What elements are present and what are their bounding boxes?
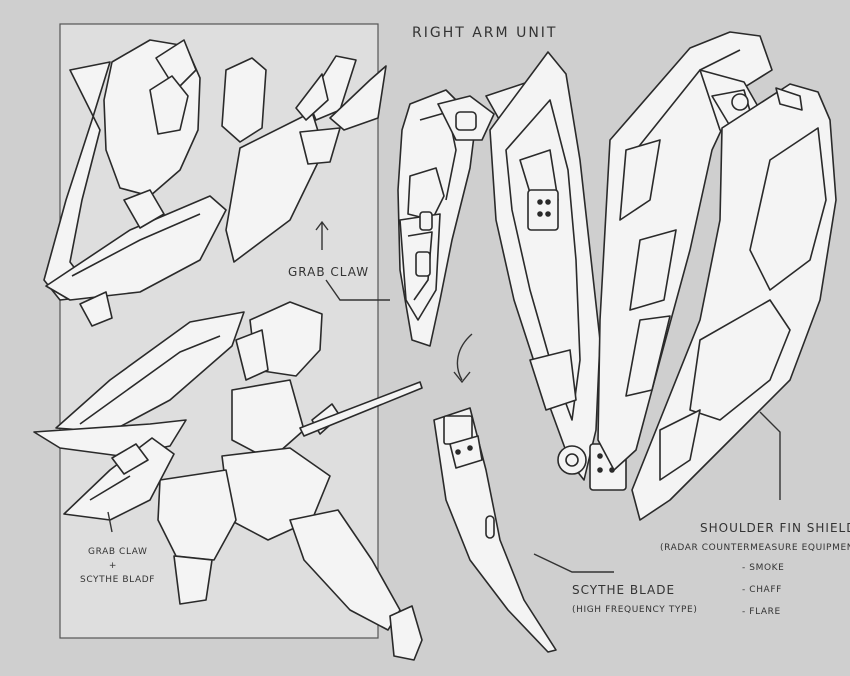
scythe-blade-part: [433, 407, 557, 653]
label-scythe-blade: SCYTHE BLADE: [572, 583, 676, 597]
shield-leader: [759, 411, 781, 500]
bottom-mecha-figure: [33, 301, 423, 661]
top-mecha-figure: [43, 39, 387, 327]
label-combo-line2: +: [108, 561, 118, 571]
label-scythe-type: (HIGH FREQUENCY TYPE): [572, 605, 698, 615]
list-item-flare: - FLARE: [742, 607, 781, 617]
label-grab-claw: GRAB CLAW: [288, 265, 370, 279]
label-shoulder-fin-shield: SHOULDER FIN SHIELD: [700, 521, 850, 535]
label-combo-line3: SCYTHE BLADF: [80, 575, 156, 585]
scythe-leader: [533, 553, 614, 573]
label-combo-line1: GRAB CLAW: [88, 547, 148, 557]
label-radar-equipment: (RADAR COUNTERMEASURE EQUIPMENT): [660, 543, 850, 553]
forearm-segment: [489, 51, 627, 491]
list-item-smoke: - SMOKE: [742, 563, 785, 573]
title-right-arm-unit: RIGHT ARM UNIT: [412, 25, 558, 41]
grab-claw-leader: [325, 279, 390, 301]
combo-leader: [107, 511, 113, 533]
shoulder-fin-shield: [597, 31, 837, 521]
down-curved-arrow: [453, 333, 473, 384]
up-arrow: [315, 220, 329, 250]
list-item-chaff: - CHAFF: [742, 585, 782, 595]
